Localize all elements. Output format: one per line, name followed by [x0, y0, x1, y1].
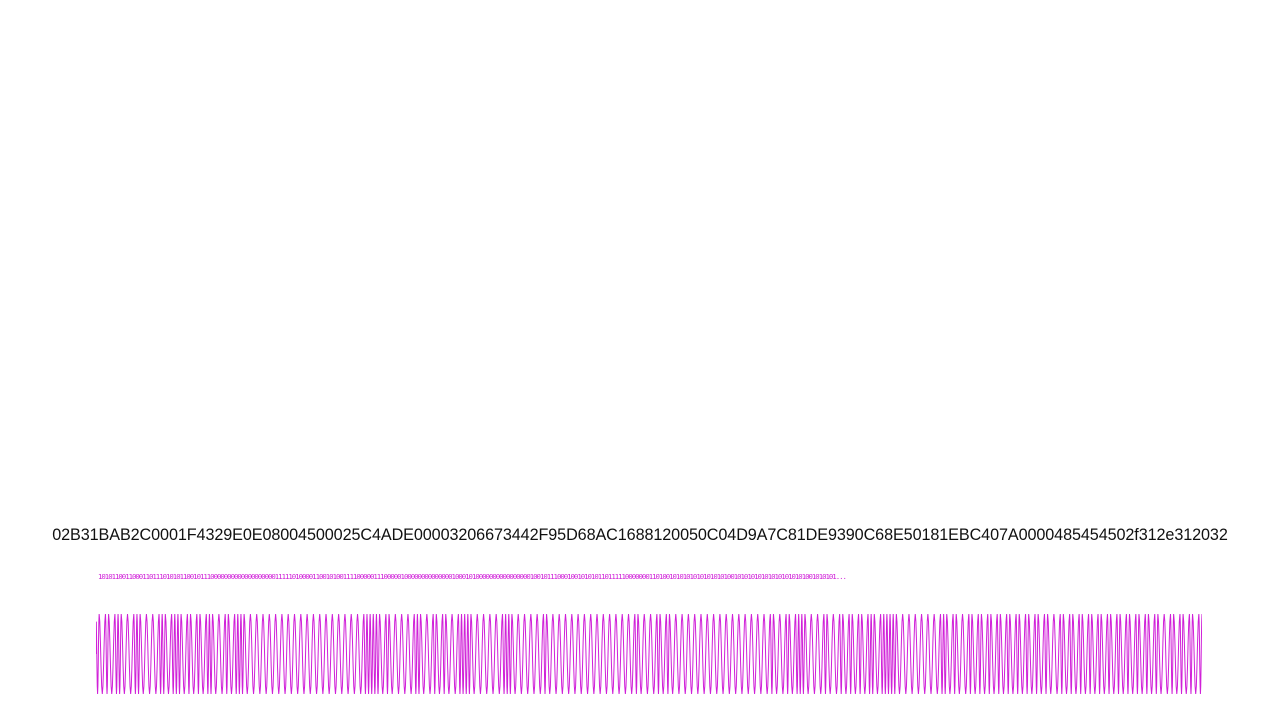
modulated-waveform — [96, 613, 1202, 695]
hex-dump: 02B31BAB2C0001F4329E0E08004500025C4ADE00… — [52, 526, 1228, 544]
bit-string: 1010110011000110111010101100101110000000… — [98, 572, 847, 581]
waveform-trace — [96, 613, 1202, 695]
